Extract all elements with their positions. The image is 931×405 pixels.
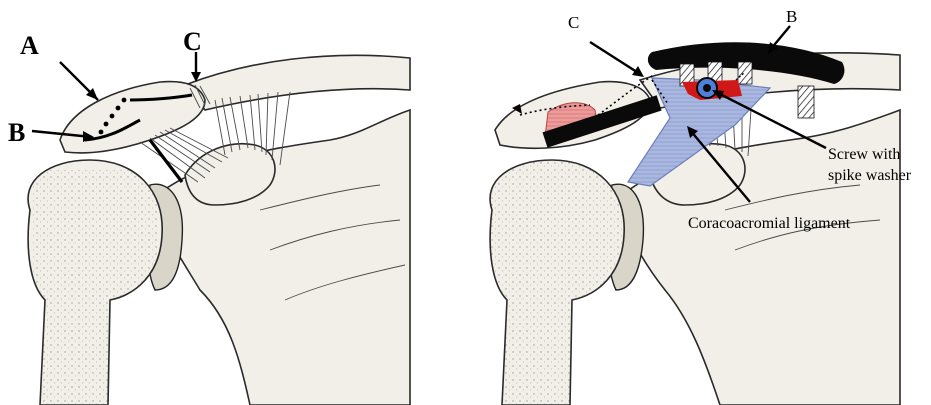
left-acromion	[60, 82, 205, 153]
label-a: A	[20, 31, 39, 60]
label-c: C	[183, 27, 202, 56]
left-shoulder-illustration: A B C	[8, 27, 410, 405]
right-shoulder-illustration: C B Screw with spike washer Coracoacromi…	[490, 7, 912, 405]
left-scapula	[150, 110, 410, 405]
screw-label-line1: Screw with	[828, 146, 900, 163]
left-clavicle	[185, 55, 410, 110]
label-b: B	[8, 118, 25, 147]
label-c-right: C	[568, 13, 579, 32]
ligament-label: Coracoacromial ligament	[688, 215, 851, 232]
pointer-c-right	[590, 42, 640, 74]
screw-label-line2: spike washer	[828, 167, 912, 184]
label-b-right: B	[786, 7, 797, 26]
